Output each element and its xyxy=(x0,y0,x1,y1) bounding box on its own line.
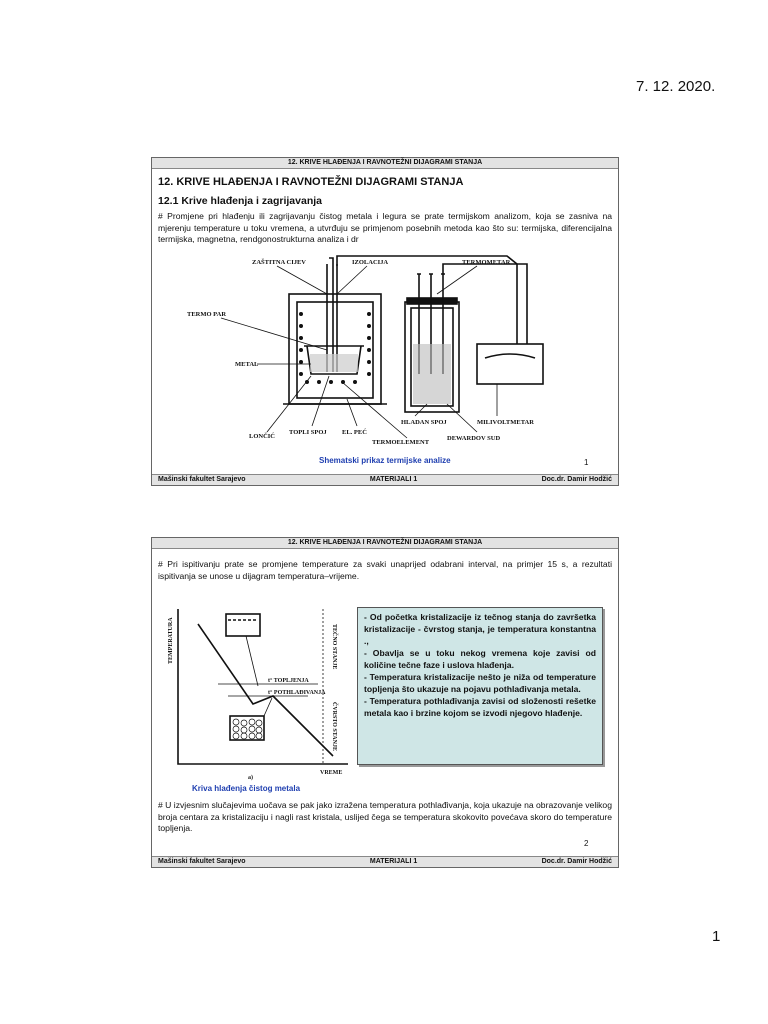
label-milivoltmetar: MILIVOLTMETAR xyxy=(477,419,534,426)
slide-1-title: 12. KRIVE HLAĐENJA I RAVNOTEŽNI DIJAGRAM… xyxy=(158,176,464,188)
slide-2-caption: Kriva hlađenja čistog metala xyxy=(192,784,301,793)
footer-course: MATERIJALI 1 xyxy=(369,858,418,865)
footer-author: Doc.dr. Damir Hodžić xyxy=(541,476,612,483)
label-temperatura: TEMPERATURA xyxy=(168,617,174,664)
page-date: 7. 12. 2020. xyxy=(636,78,716,95)
label-hladan-spoj: HLADAN SPOJ xyxy=(401,419,447,426)
slide-2: 12. KRIVE HLAĐENJA I RAVNOTEŽNI DIJAGRAM… xyxy=(151,537,619,868)
label-loncic: LONČIĆ xyxy=(249,432,275,440)
label-t-pothladivanja: t° POTHLAĐIVANJA xyxy=(268,689,326,696)
info-box: - Od početka kristalizacije iz tečnog st… xyxy=(357,607,603,765)
label-cvrsto-stanje: ČVRSTO STANJE xyxy=(331,702,339,751)
label-vreme: VREME xyxy=(320,770,342,776)
cooling-curve-diagram: TEMPERATURA VREME t° TOPLJENJA t° POTHLA… xyxy=(168,609,348,781)
info-item: - Obavlja se u toku nekog vremena koje z… xyxy=(364,648,596,670)
label-t-topljenja: t° TOPLJENJA xyxy=(268,677,309,684)
label-a: a) xyxy=(248,774,253,781)
slide-2-top-bar: 12. KRIVE HLAĐENJA I RAVNOTEŽNI DIJAGRAM… xyxy=(152,538,618,549)
label-topli-spoj: TOPLI SPOJ xyxy=(289,429,327,436)
slide-1-paragraph: # Promjene pri hlađenju ili zagrijavanju… xyxy=(158,211,612,244)
slide-1-footer: Mašinski fakultet Sarajevo MATERIJALI 1 … xyxy=(152,474,618,485)
slide-2-paragraph-top: # Pri ispitivanju prate se promjene temp… xyxy=(158,559,612,581)
label-termoelement: TERMOELEMENT xyxy=(372,439,430,446)
page-number: 1 xyxy=(712,928,721,945)
info-item: - Od početka kristalizacije iz tečnog st… xyxy=(364,612,596,646)
info-item: - Temperatura pothlađivanja zavisi od sl… xyxy=(364,696,596,718)
label-izolacija: IZOLACIJA xyxy=(352,259,388,266)
footer-author: Doc.dr. Damir Hodžić xyxy=(541,858,612,865)
footer-faculty: Mašinski fakultet Sarajevo xyxy=(158,858,246,865)
footer-faculty: Mašinski fakultet Sarajevo xyxy=(158,476,246,483)
label-el-pec: EL. PEĆ xyxy=(342,428,367,436)
slide-1-number: 1 xyxy=(584,458,589,467)
label-tecno-stanje: TEČNO STANJE xyxy=(331,624,339,669)
label-termometar: TERMOMETAR xyxy=(462,259,511,266)
label-metal: METAL xyxy=(235,361,259,368)
slide-1-top-bar: 12. KRIVE HLAĐENJA I RAVNOTEŽNI DIJAGRAM… xyxy=(152,158,618,169)
slide-2-footer: Mašinski fakultet Sarajevo MATERIJALI 1 … xyxy=(152,856,618,867)
footer-course: MATERIJALI 1 xyxy=(369,476,418,483)
slide-1: 12. KRIVE HLAĐENJA I RAVNOTEŽNI DIJAGRAM… xyxy=(151,157,619,486)
slide-2-paragraph-bottom: # U izvjesnim slučajevima uočava se pak … xyxy=(158,800,612,833)
slide-1-caption: Shematski prikaz termijske analize xyxy=(319,456,451,465)
thermal-analysis-diagram: ZAŠTITNA CIJEV IZOLACIJA TERMOMETAR TERM… xyxy=(187,255,544,446)
slide-2-number: 2 xyxy=(584,839,589,848)
info-item: - Temperatura kristalizacije nešto je ni… xyxy=(364,672,596,694)
label-dewardov-sud: DEWARDOV SUD xyxy=(447,435,500,442)
slide-1-subtitle: 12.1 Krive hlađenja i zagrijavanja xyxy=(158,195,322,207)
label-termo-par: TERMO PAR xyxy=(187,311,226,318)
label-zastitna-cijev: ZAŠTITNA CIJEV xyxy=(252,258,306,266)
